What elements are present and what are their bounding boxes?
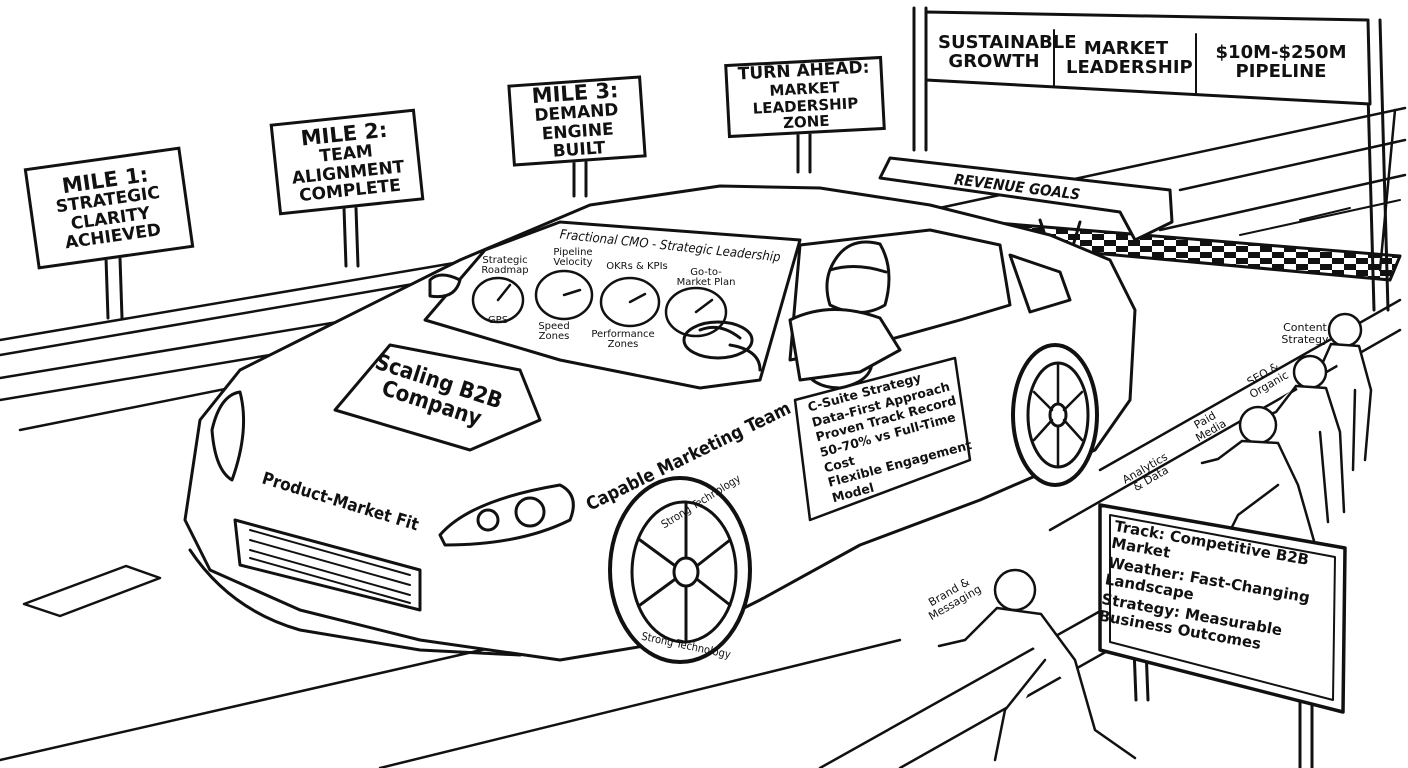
gauge-label-velocity: Pipeline Velocity — [553, 247, 593, 268]
pit-crew — [937, 312, 1373, 762]
crew-label-content: Content Strategy — [1281, 321, 1329, 346]
milestone-sign-1: MILE 1: STRATEGIC CLARITY ACHIEVED — [23, 146, 195, 270]
milestone-text: TEAM ALIGNMENT COMPLETE — [290, 141, 406, 207]
door-panel — [793, 356, 972, 522]
grille — [233, 518, 422, 612]
gauge-sub-gps: GPS — [487, 315, 509, 326]
gauge-label-roadmap: Strategic Roadmap — [481, 255, 529, 276]
milestone-sign-2: MILE 2: TEAM ALIGNMENT COMPLETE — [269, 108, 425, 216]
conditions-board-frame — [1098, 503, 1347, 714]
rear-wheel — [1011, 343, 1099, 487]
banner-market-leadership: MARKET LEADERSHIP — [1066, 38, 1193, 78]
left-headlight — [210, 390, 246, 482]
gauge-label-gtm: Go-to-Market Plan — [676, 267, 736, 288]
right-headlight — [438, 483, 575, 547]
finish-banner-frame — [924, 10, 1372, 106]
gauge-sub-performance: Performance Zones — [591, 329, 655, 350]
banner-pipeline: $10M-$250M PIPELINE — [1215, 42, 1347, 82]
front-wheel — [608, 476, 752, 664]
dashboard-gauges — [471, 269, 728, 338]
lane-marking — [22, 564, 162, 618]
driver — [682, 240, 902, 382]
milestone-text: STRATEGIC CLARITY ACHIEVED — [54, 182, 163, 254]
milestone-sign-3: MILE 3: DEMAND ENGINE BUILT — [507, 75, 647, 167]
gauge-label-okrs: OKRs & KPIs — [606, 261, 668, 272]
turn-ahead-sign: TURN AHEAD: MARKET LEADERSHIP ZONE — [724, 55, 886, 139]
banner-sustainable-growth: SUSTAINABLE GROWTH — [938, 32, 1077, 72]
gauge-sub-speed: Speed Zones — [538, 321, 570, 342]
rear-spoiler — [878, 156, 1174, 242]
milestone-text: MARKET LEADERSHIP ZONE — [752, 78, 859, 133]
hood-scoop — [333, 343, 542, 452]
milestone-text: DEMAND ENGINE BUILT — [533, 100, 620, 163]
